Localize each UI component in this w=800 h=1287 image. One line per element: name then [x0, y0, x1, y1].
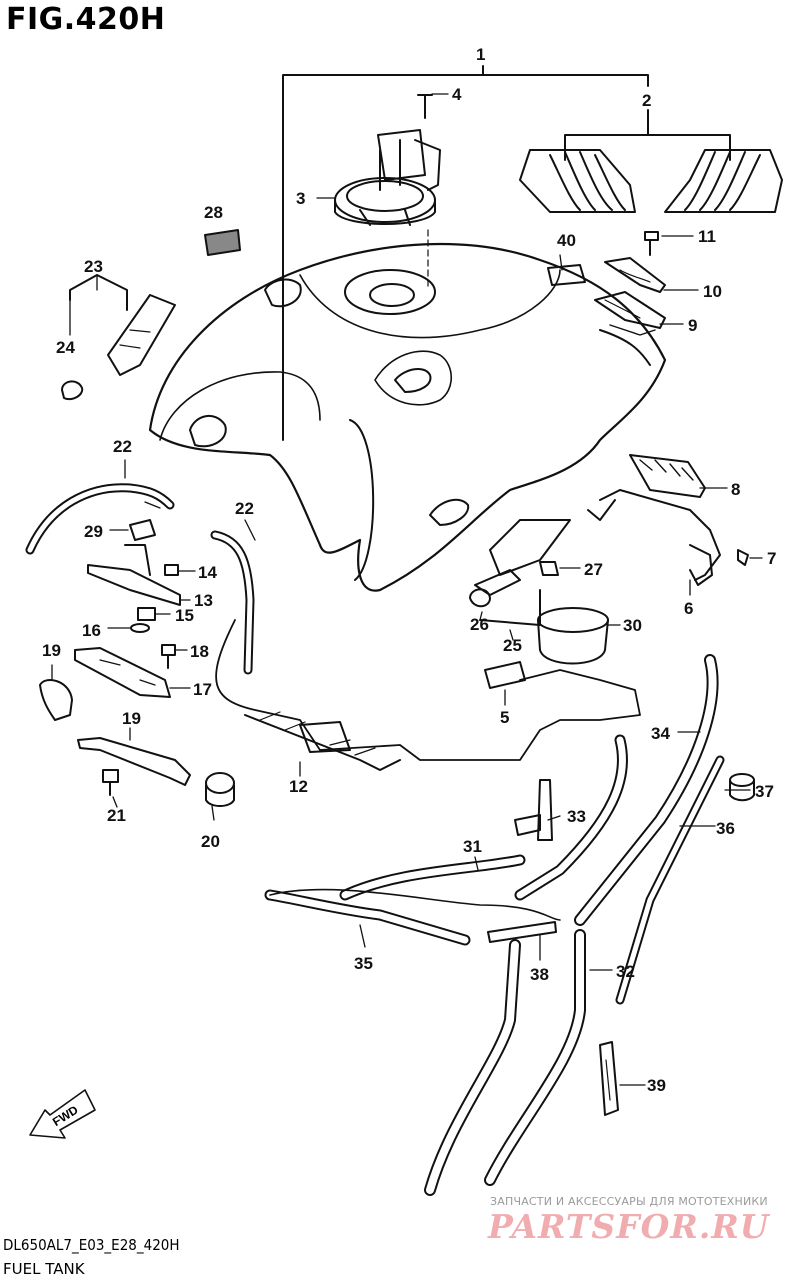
drain-hose-32	[484, 929, 586, 1186]
label-28	[204, 229, 241, 256]
callout-12: 12	[289, 777, 308, 796]
label-40	[547, 264, 586, 286]
callout-21: 21	[107, 806, 126, 825]
callout-14: 14	[198, 563, 217, 582]
joint-38	[487, 921, 557, 943]
callout-28: 28	[204, 203, 223, 222]
bolt-18	[161, 644, 176, 669]
band-30	[537, 607, 609, 665]
callout-23: 23	[84, 257, 103, 276]
fuel-cap	[334, 94, 441, 291]
callout-18: 18	[190, 642, 209, 661]
callout-19b: 19	[122, 709, 141, 728]
fitting-33	[514, 779, 553, 841]
callout-22a: 22	[113, 437, 132, 456]
callout-1: 1	[476, 45, 485, 64]
grommet-24	[61, 380, 84, 401]
callout-29: 29	[84, 522, 103, 541]
hose-36	[615, 755, 725, 1005]
callout-13: 13	[194, 591, 213, 610]
fuel-tank	[148, 242, 667, 592]
hose-22-upper	[25, 483, 175, 555]
callout-25: 25	[503, 636, 522, 655]
callout-17: 17	[193, 680, 212, 699]
callout-36: 36	[716, 819, 735, 838]
cap-37	[729, 773, 755, 802]
callout-16: 16	[82, 621, 101, 640]
fwd-arrow-icon	[29, 1089, 96, 1139]
callout-34: 34	[651, 724, 670, 743]
bracket-17	[74, 647, 171, 698]
callout-35: 35	[354, 954, 373, 973]
bracket-23	[69, 274, 176, 376]
callout-numbers: 1 2 3 4 5 6 7 8 9 10 11 12 13 14 15 16 1…	[42, 45, 776, 1095]
callout-22b: 22	[235, 499, 254, 518]
nut-27	[539, 561, 559, 576]
watermark-tagline: ЗАПЧАСТИ И АКСЕССУАРЫ ДЛЯ МОТОТЕХНИКИ	[490, 1195, 768, 1208]
callout-10: 10	[703, 282, 722, 301]
callout-26: 26	[470, 615, 489, 634]
callout-8: 8	[731, 480, 740, 499]
callout-15: 15	[175, 606, 194, 625]
grommet-26	[469, 588, 491, 608]
clip-19	[39, 679, 73, 721]
callout-32: 32	[616, 962, 635, 981]
hose-31	[339, 734, 628, 901]
drain-hose-left	[424, 939, 521, 1196]
callout-30: 30	[623, 616, 642, 635]
leader-group-1	[282, 65, 731, 441]
hose-22-lower	[210, 530, 255, 675]
cushion-20	[205, 772, 235, 807]
callout-6: 6	[684, 599, 693, 618]
callout-9: 9	[688, 316, 697, 335]
label-5	[484, 661, 526, 689]
clamp-39	[599, 1041, 619, 1116]
bracket-19	[77, 737, 191, 786]
callout-11: 11	[698, 227, 716, 246]
callout-4: 4	[452, 85, 462, 104]
fwd-label: FWD	[50, 1102, 81, 1129]
hose-34	[574, 654, 719, 926]
seal-12	[215, 619, 641, 771]
spacer-15	[137, 607, 156, 621]
callout-2: 2	[642, 91, 651, 110]
tank-cover	[519, 149, 783, 213]
callout-40: 40	[557, 231, 576, 250]
plate-10	[604, 257, 666, 293]
plate-9	[594, 291, 666, 329]
callout-5: 5	[500, 708, 509, 727]
bracket-13	[87, 544, 181, 606]
bolt-14	[164, 564, 179, 576]
callout-33: 33	[567, 807, 586, 826]
figure-title: FIG.420H	[6, 2, 166, 37]
callout-27: 27	[584, 560, 603, 579]
callout-37: 37	[755, 782, 774, 801]
leader-lines	[51, 93, 763, 1086]
callout-19a: 19	[42, 641, 61, 660]
callout-20: 20	[201, 832, 220, 851]
figure-caption: FUEL TANK	[3, 1260, 85, 1278]
callout-39: 39	[647, 1076, 666, 1095]
hose-35	[264, 888, 561, 946]
bolt-21	[102, 769, 119, 796]
callout-3: 3	[296, 189, 305, 208]
callout-24: 24	[56, 338, 75, 357]
rear-bracket-assembly	[587, 454, 749, 586]
callout-7: 7	[767, 549, 776, 568]
cushion-29	[129, 519, 156, 541]
washer-16	[130, 623, 150, 633]
callout-31: 31	[463, 837, 482, 856]
callout-38: 38	[530, 965, 549, 984]
model-code: DL650AL7_E03_E28_420H	[3, 1236, 180, 1254]
watermark-logo: PARTSFOR.RU	[488, 1207, 770, 1246]
bolt-11	[644, 231, 659, 256]
